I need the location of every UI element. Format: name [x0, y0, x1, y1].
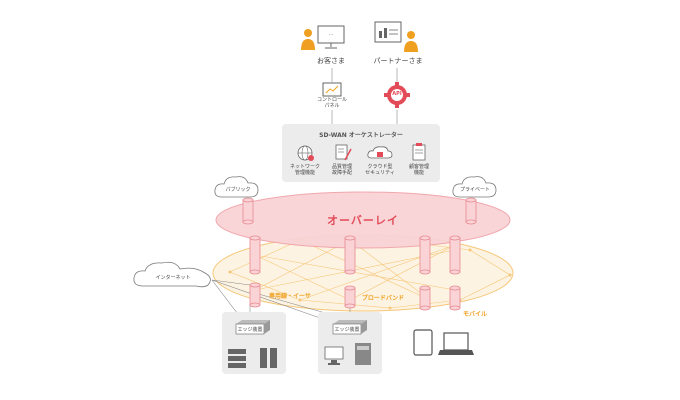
globe-gear-icon [297, 145, 314, 161]
overlay-pipes [242, 197, 477, 311]
orchestrator-item-network: ネットワーク 管理機能 [288, 164, 322, 176]
tablet-laptop-icon [413, 329, 474, 356]
cloud-internet-label: インターネット [155, 275, 191, 281]
orchestrator-item-customer-line1: 顧客管理 [408, 164, 429, 170]
edge-device-1-icon [235, 320, 270, 335]
pc-printer-icon [324, 343, 371, 365]
server-rack-icon [228, 348, 277, 368]
cloud-internet [133, 261, 211, 288]
orchestrator-item-customer-line2: 機能 [413, 170, 424, 176]
orchestrator-item-security: クラウド型 セキュリティ [363, 164, 397, 176]
orchestrator-item-security-line2: セキュリティ [365, 170, 395, 176]
cloud-private [452, 176, 497, 198]
api-gear-icon [384, 82, 410, 108]
customer-icon: ··· [301, 25, 345, 50]
cloud-public-label: パブリック [225, 187, 251, 193]
orchestrator-item-customer: 顧客管理 機能 [402, 164, 436, 176]
underlay-leased-label: 専用線・イーサ [269, 293, 311, 300]
cloud-public [214, 176, 259, 198]
underlay-broadband-label: ブロードバンド [361, 295, 405, 302]
orchestrator-title: SD-WAN オーケストレーター [319, 132, 403, 139]
orchestrator-item-network-line1: ネットワーク [289, 164, 320, 170]
orchestrator-item-quality: 品質管理 故障手配 [325, 164, 359, 176]
edge-label-1: エッジ装置 [237, 327, 263, 333]
partner-icon [374, 21, 418, 52]
control-panel-label: コントロール パネル [312, 97, 352, 109]
partner-label: パートナーさま [373, 57, 423, 65]
orchestrator-item-quality-line2: 故障手配 [331, 170, 352, 176]
control-panel-icon [322, 82, 342, 97]
overlay-label: オーバーレイ [327, 214, 399, 227]
svg-text:···: ··· [329, 32, 334, 38]
edge-device-2-icon [332, 320, 367, 335]
orchestrator-item-network-line2: 管理機能 [294, 170, 315, 176]
orchestrator-item-security-line1: クラウド型 [367, 164, 393, 170]
api-label: API [392, 91, 402, 97]
clipboard-icon [412, 143, 426, 161]
overlay-ellipse [215, 191, 511, 249]
cloud-private-label: プライベート [459, 187, 490, 193]
customer-label: お客さま [317, 57, 345, 65]
control-panel-label-line2: パネル [324, 103, 340, 109]
orchestrator-panel [282, 124, 440, 182]
checklist-pen-icon [335, 144, 352, 161]
control-panel-label-line1: コントロール [316, 97, 347, 103]
cloud-lock-icon [367, 146, 393, 159]
edge-label-2: エッジ装置 [334, 327, 360, 333]
underlay-mobile-label: モバイル [462, 311, 487, 318]
orchestrator-item-quality-line1: 品質管理 [331, 164, 352, 170]
